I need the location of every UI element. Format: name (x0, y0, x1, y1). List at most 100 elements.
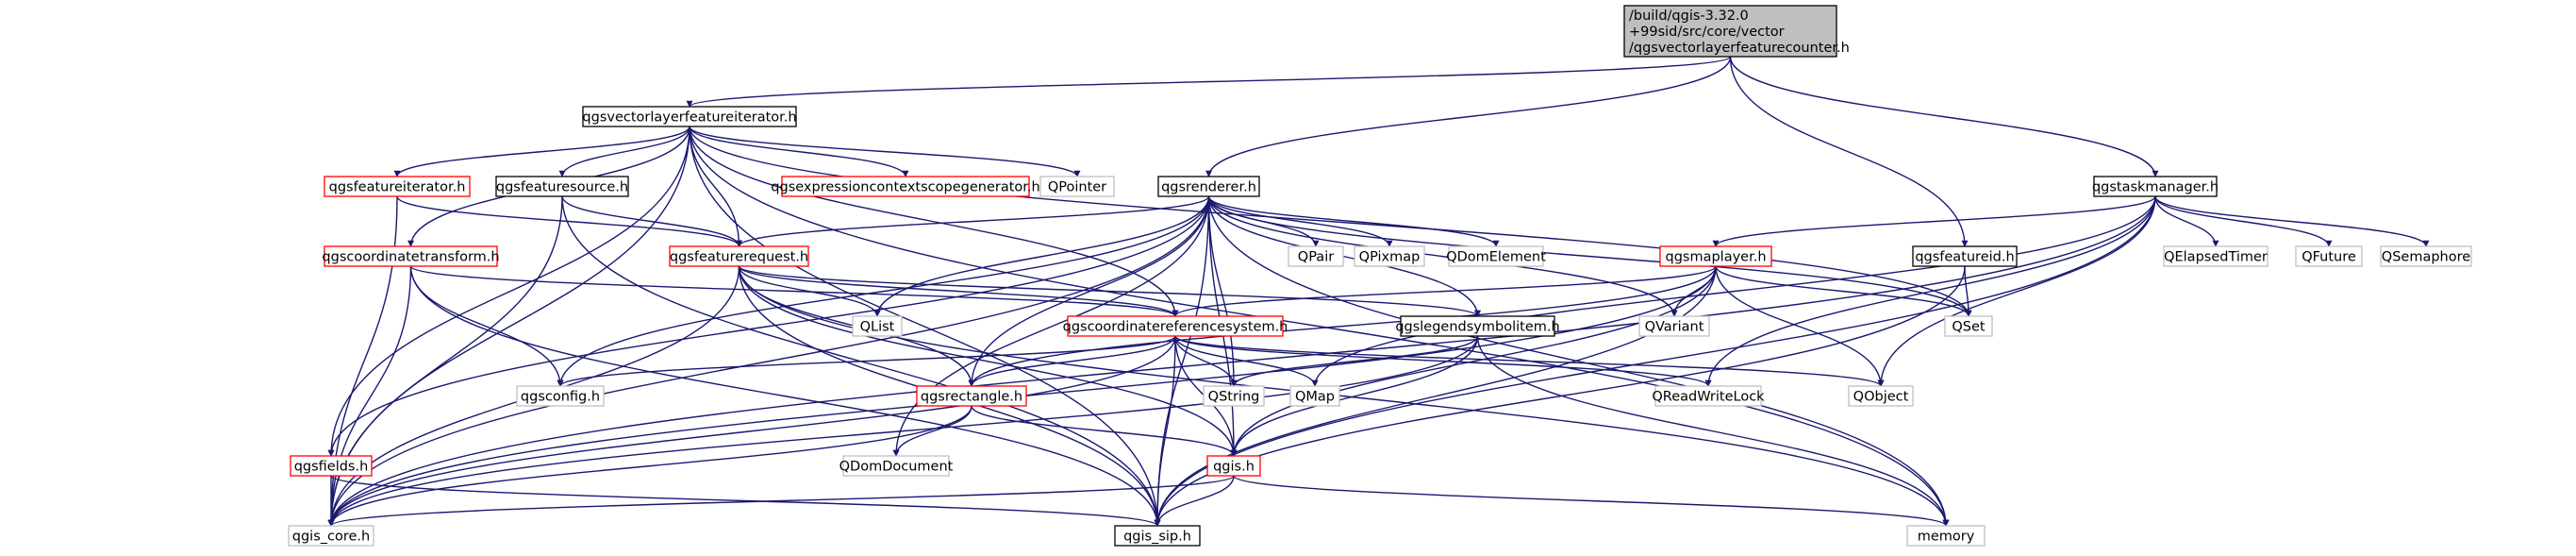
node-label-task: qgstaskmanager.h (2092, 180, 2219, 195)
edge-rect-to-qgis (971, 405, 1238, 457)
edge-root-to-task (1729, 56, 2159, 177)
edge-rend-to-core (327, 195, 1210, 527)
node-qlist: QList (852, 315, 903, 337)
node-box-qgis (1206, 455, 1261, 477)
node-qdomdoc: QDomDocument (839, 455, 954, 477)
edge-root-to-rend (1205, 56, 1732, 177)
edge-legsym-to-core (327, 335, 1479, 527)
node-label-root: +99sid/src/core/vector (1629, 25, 1785, 40)
edge-legsym-to-qstring (1230, 335, 1479, 387)
node-rect[interactable]: qgsrectangle.h (916, 385, 1027, 407)
edge-qgis-to-memory (1233, 475, 1950, 527)
node-box-config (516, 385, 605, 407)
edge-rend-to-qdomel (1207, 195, 1500, 247)
node-vlfi[interactable]: qgsvectorlayerfeatureiterator.h (582, 106, 797, 127)
node-label-legsym: qgslegendsymbolitem.h (1395, 320, 1559, 335)
node-label-rect: qgsrectangle.h (921, 390, 1022, 405)
edge-mapl-to-sip (1154, 265, 1717, 527)
node-label-qstring: QString (1208, 390, 1260, 405)
edge-crs-to-qrwlock (1174, 335, 1712, 387)
node-label-qgis: qgis.h (1213, 460, 1255, 475)
edge-vlfi-to-fit (393, 126, 690, 177)
node-memory: memory (1906, 525, 1986, 547)
node-label-mapl: qgsmaplayer.h (1665, 250, 1766, 265)
edge-freq-to-qgis (738, 265, 1238, 457)
node-qpixmap: QPixmap (1354, 245, 1425, 267)
node-mapl[interactable]: qgsmaplayer.h (1659, 245, 1772, 267)
node-ctr[interactable]: qgscoordinatetransform.h (322, 245, 500, 267)
node-box-fsrc (495, 176, 629, 197)
node-ectx[interactable]: qgsexpressioncontextscopegenerator.h (771, 176, 1040, 197)
edge-crs-to-qstring (1174, 335, 1238, 387)
node-label-ctr: qgscoordinatetransform.h (322, 250, 499, 265)
node-qelapsed: QElapsedTimer (2163, 245, 2269, 267)
node-task[interactable]: qgstaskmanager.h (2092, 176, 2219, 197)
node-box-sip (1114, 525, 1201, 547)
node-core: qgis_core.h (288, 525, 374, 547)
node-box-qfuture (2295, 245, 2363, 267)
node-label-vlfi: qgsvectorlayerfeatureiterator.h (582, 110, 796, 126)
node-rend[interactable]: qgsrenderer.h (1157, 176, 1260, 197)
node-box-fid (1912, 245, 2018, 267)
edge-rend-to-qlist (873, 195, 1210, 317)
node-box-crs (1067, 315, 1284, 337)
edge-task-to-mapl (1712, 195, 2156, 247)
node-box-qpixmap (1354, 245, 1425, 267)
node-config: qgsconfig.h (516, 385, 605, 407)
edge-rend-to-sip (1154, 195, 1210, 527)
node-qobject: QObject (1848, 385, 1914, 407)
edge-rend-to-fields (327, 195, 1210, 457)
edge-vlfi-to-memory (689, 126, 1950, 527)
node-label-qlist: QList (860, 320, 895, 335)
node-qmap: QMap (1289, 385, 1340, 407)
edge-root-to-fid (1729, 56, 1969, 247)
node-label-memory: memory (1918, 530, 1975, 545)
node-qstring: QString (1203, 385, 1265, 407)
edge-crs-to-core (327, 335, 1176, 527)
edge-legsym-to-memory (1476, 335, 1950, 527)
edge-task-to-qrwlock (1704, 195, 2156, 387)
node-fit[interactable]: qgsfeatureiterator.h (324, 176, 471, 197)
node-qrwlock: QReadWriteLock (1652, 385, 1765, 407)
node-fields[interactable]: qgsfields.h (290, 455, 373, 477)
node-fid[interactable]: qgsfeatureid.h (1912, 245, 2018, 267)
node-crs[interactable]: qgscoordinatereferencesystem.h (1063, 315, 1288, 337)
node-legsym[interactable]: qgslegendsymbolitem.h (1395, 315, 1560, 337)
node-label-crs: qgscoordinatereferencesystem.h (1063, 320, 1288, 335)
node-label-core: qgis_core.h (292, 530, 370, 545)
edge-rect-to-core (327, 405, 972, 527)
node-label-root: /qgsvectorlayerfeaturecounter.h (1629, 41, 1850, 56)
edge-ctr-to-sip (409, 265, 1161, 527)
edge-legsym-to-qgis (1230, 335, 1479, 457)
edge-mapl-to-qgis (1230, 265, 1717, 457)
edge-mapl-to-qobject (1715, 265, 1885, 387)
node-freq[interactable]: qgsfeaturerequest.h (669, 245, 809, 267)
node-qpointer: QPointer (1039, 176, 1115, 197)
node-label-qvariant: QVariant (1645, 320, 1704, 335)
node-label-fit: qgsfeatureiterator.h (329, 180, 466, 195)
node-label-freq: qgsfeaturerequest.h (670, 250, 808, 265)
edge-task-to-qfuture (2154, 195, 2333, 247)
node-label-qmap: QMap (1295, 390, 1335, 405)
node-box-qrwlock (1654, 385, 1762, 407)
node-qdomel: QDomElement (1446, 245, 1546, 267)
node-box-qmap (1289, 385, 1340, 407)
node-label-qset: QSet (1952, 320, 1986, 335)
node-box-core (288, 525, 374, 547)
edge-qgis-to-core (327, 475, 1235, 527)
node-root[interactable]: /build/qgis-3.32.0+99sid/src/core/vector… (1623, 5, 1850, 58)
node-box-rend (1157, 176, 1260, 197)
node-box-qelapsed (2163, 245, 2269, 267)
node-fsrc[interactable]: qgsfeaturesource.h (495, 176, 629, 197)
node-label-fields: qgsfields.h (294, 460, 369, 475)
node-label-qpointer: QPointer (1048, 180, 1106, 195)
node-label-qelapsed: QElapsedTimer (2164, 250, 2268, 265)
node-label-qdomel: QDomElement (1446, 250, 1546, 265)
node-label-ectx: qgsexpressioncontextscopegenerator.h (771, 180, 1039, 195)
edge-freq-to-qlist (738, 265, 881, 317)
node-label-qpixmap: QPixmap (1359, 250, 1421, 265)
edge-qgis-to-sip (1154, 475, 1235, 527)
node-sip[interactable]: qgis_sip.h (1114, 525, 1201, 547)
node-qgis[interactable]: qgis.h (1206, 455, 1261, 477)
node-box-vlfi (582, 106, 797, 127)
